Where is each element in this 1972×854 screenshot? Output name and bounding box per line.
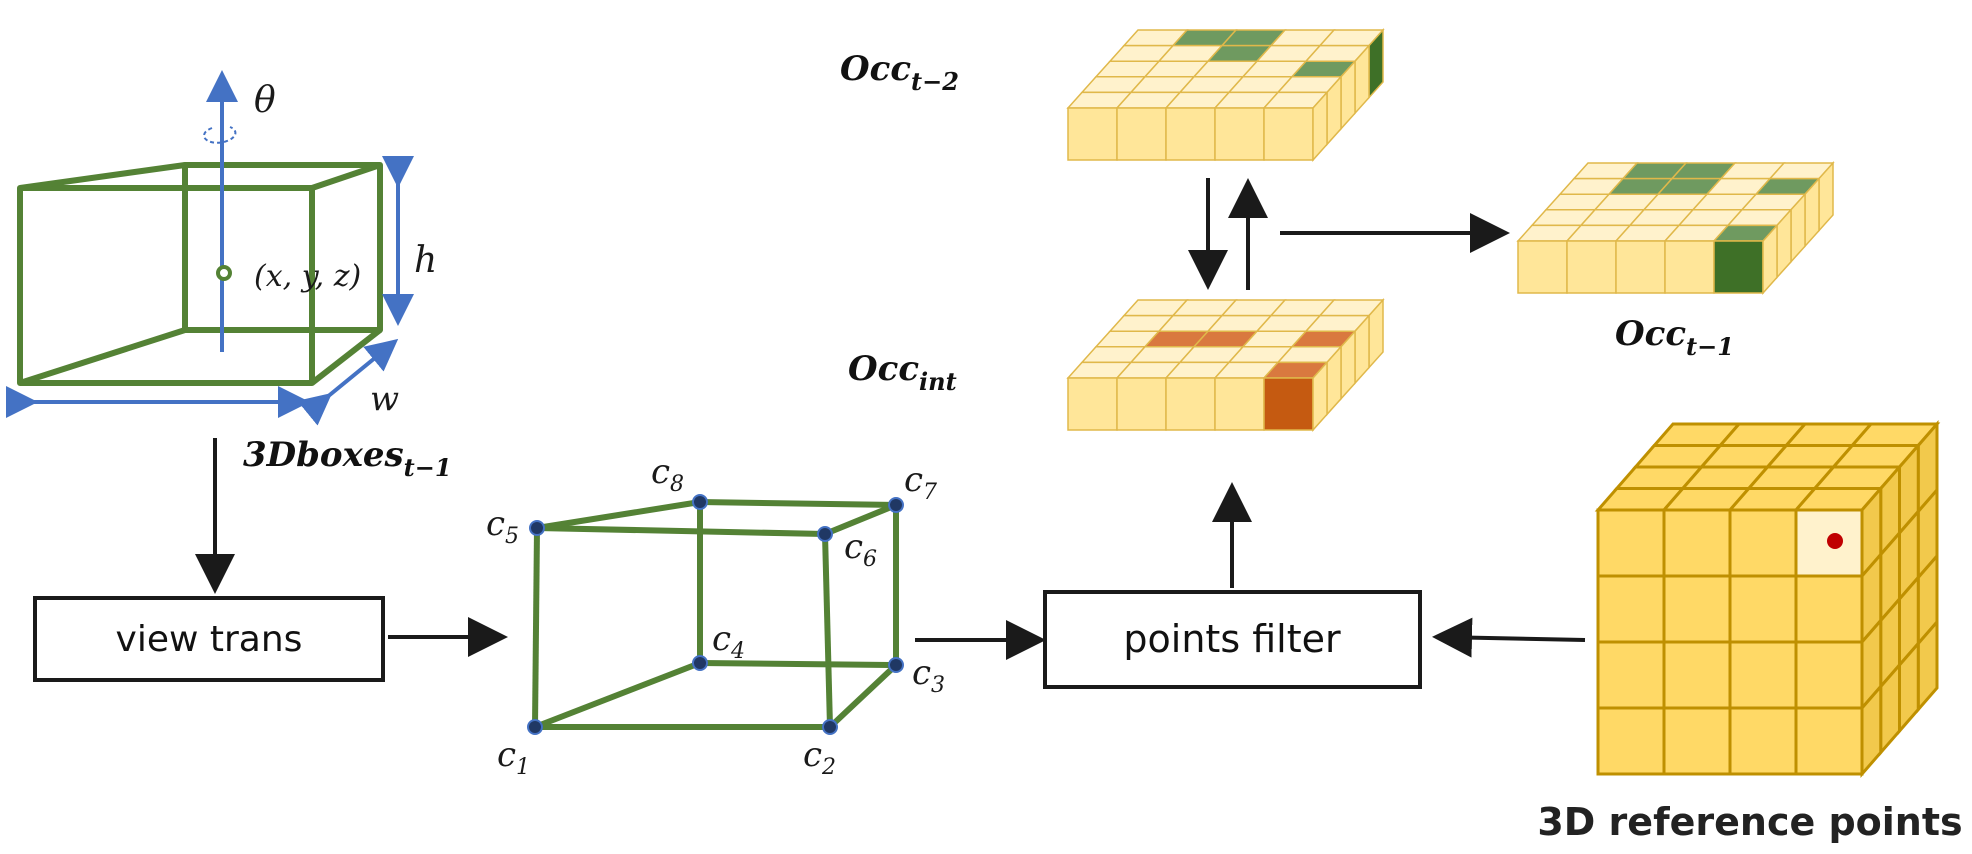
- points-filter-label: points filter: [1123, 617, 1341, 661]
- w-label: w: [370, 379, 399, 419]
- corner-point-c5: [529, 520, 545, 536]
- occupancy-front-cell: [1067, 377, 1118, 431]
- arrows: [195, 178, 1586, 660]
- corner-edge: [532, 527, 540, 728]
- reference-front-cell: [1662, 706, 1732, 776]
- box-edge: [19, 327, 186, 386]
- reference-front-cell: [1662, 640, 1732, 710]
- corner-label-c8: c8: [651, 452, 684, 497]
- corner-box-edges: [532, 499, 899, 730]
- width-dimension: [297, 338, 399, 426]
- theta-label: θ: [254, 80, 276, 121]
- corner-label-c5: c5: [486, 504, 519, 549]
- corner-label-c7: c7: [904, 460, 937, 505]
- arrow-refpoints-to-filter: [1432, 617, 1586, 658]
- corner-edge: [699, 660, 897, 668]
- corner-label-c3: c3: [912, 653, 945, 698]
- reference-points-label: 3D reference points: [1537, 800, 1962, 844]
- box-back-face: [182, 162, 383, 333]
- occupancy-front-cell: [1517, 240, 1568, 294]
- occupancy-front-cell: [1214, 377, 1265, 431]
- boxes-label: 3Dboxest−1: [243, 435, 452, 482]
- points-filter-box: [1043, 590, 1422, 689]
- corner-edge: [536, 499, 701, 531]
- box-center-point: [216, 265, 232, 281]
- corner-point-c3: [888, 657, 904, 673]
- box-edge: [310, 327, 382, 386]
- reference-front-cell: [1728, 574, 1798, 644]
- boxes-label-sub: t−1: [404, 453, 452, 482]
- center-label: (x, y, z): [254, 259, 361, 294]
- box-front-face: [17, 185, 315, 386]
- occupancy-front-cell: [1214, 107, 1265, 161]
- points-filter-block: points filter: [1043, 590, 1422, 689]
- corner-points: [527, 494, 904, 735]
- corner-edge: [533, 660, 702, 730]
- box-edges: [17, 162, 383, 386]
- reference-front-cell: [1596, 640, 1666, 710]
- corner-label-c4: c4: [712, 619, 745, 664]
- reference-front-cell: [1596, 574, 1666, 644]
- boxes-label-main: 3Dboxes: [243, 435, 404, 475]
- occupancy-front-cell: [1165, 107, 1216, 161]
- occupancy-front-cell: [1713, 240, 1764, 294]
- corner-point-c4: [692, 655, 708, 671]
- occupancy-front-cell: [1263, 377, 1314, 431]
- corner-box: c1 c2 c3 c4 c5 c6 c7 c8: [486, 452, 945, 780]
- corner-label-c6: c6: [844, 527, 877, 572]
- reference-front-cell: [1794, 574, 1864, 644]
- occupancy-front-cell: [1566, 240, 1617, 294]
- reference-front-cell: [1662, 508, 1732, 578]
- occ-int-label: Occint: [848, 349, 957, 396]
- occupancy-front-cell: [1067, 107, 1118, 161]
- corner-point-c2: [822, 719, 838, 735]
- corner-point-c1: [527, 719, 543, 735]
- h-label: h: [414, 240, 437, 281]
- occupancy-front-cell: [1116, 107, 1167, 161]
- corner-edge: [536, 525, 826, 537]
- occupancy-front-cell: [1165, 377, 1216, 431]
- corner-point-c8: [692, 494, 708, 510]
- occ-t1-label: Occt−1: [1615, 314, 1734, 361]
- reference-front-cell: [1728, 640, 1798, 710]
- view-trans-box: [33, 596, 385, 682]
- corner-edge: [827, 662, 899, 730]
- box-edge: [19, 162, 186, 191]
- occupancy-side-cell: [1312, 360, 1328, 432]
- occ-t2-label: Occt−2: [840, 49, 959, 96]
- occ-t1-grid: [1516, 161, 1835, 295]
- reference-front-cell: [1596, 508, 1666, 578]
- view-trans-label: view trans: [116, 619, 303, 660]
- occ-t2-grid: [1066, 28, 1385, 162]
- corner-label-c1: c1: [497, 735, 530, 780]
- occupancy-side-cell: [1312, 90, 1328, 162]
- box-edge: [311, 162, 381, 191]
- corner-point-c7: [888, 497, 904, 513]
- corner-point-c6: [817, 526, 833, 542]
- reference-front-cell: [1794, 706, 1864, 776]
- reference-front-cell: [1728, 508, 1798, 578]
- corner-edge: [822, 533, 833, 728]
- reference-front-cell: [1596, 706, 1666, 776]
- occupancy-front-cell: [1615, 240, 1666, 294]
- corner-label-c2: c2: [803, 735, 836, 780]
- reference-points-cube: [1594, 419, 1941, 779]
- corner-edge: [699, 499, 897, 508]
- occupancy-front-cell: [1664, 240, 1715, 294]
- occupancy-side-cell: [1762, 223, 1778, 295]
- occupancy-front-cell: [1116, 377, 1167, 431]
- reference-point-marker: [1827, 533, 1843, 549]
- occ-int-grid: [1066, 298, 1385, 432]
- occupancy-front-cell: [1263, 107, 1314, 161]
- view-trans-block: view trans: [33, 596, 385, 682]
- corner-edge: [823, 502, 898, 537]
- rotation-arrow-icon: [203, 126, 237, 144]
- bounding-box-3d: θ (x, y, z) h w 3Dboxest−1: [6, 70, 452, 482]
- reference-front-cell: [1728, 706, 1798, 776]
- reference-front-cell: [1662, 574, 1732, 644]
- reference-front-cell: [1794, 640, 1864, 710]
